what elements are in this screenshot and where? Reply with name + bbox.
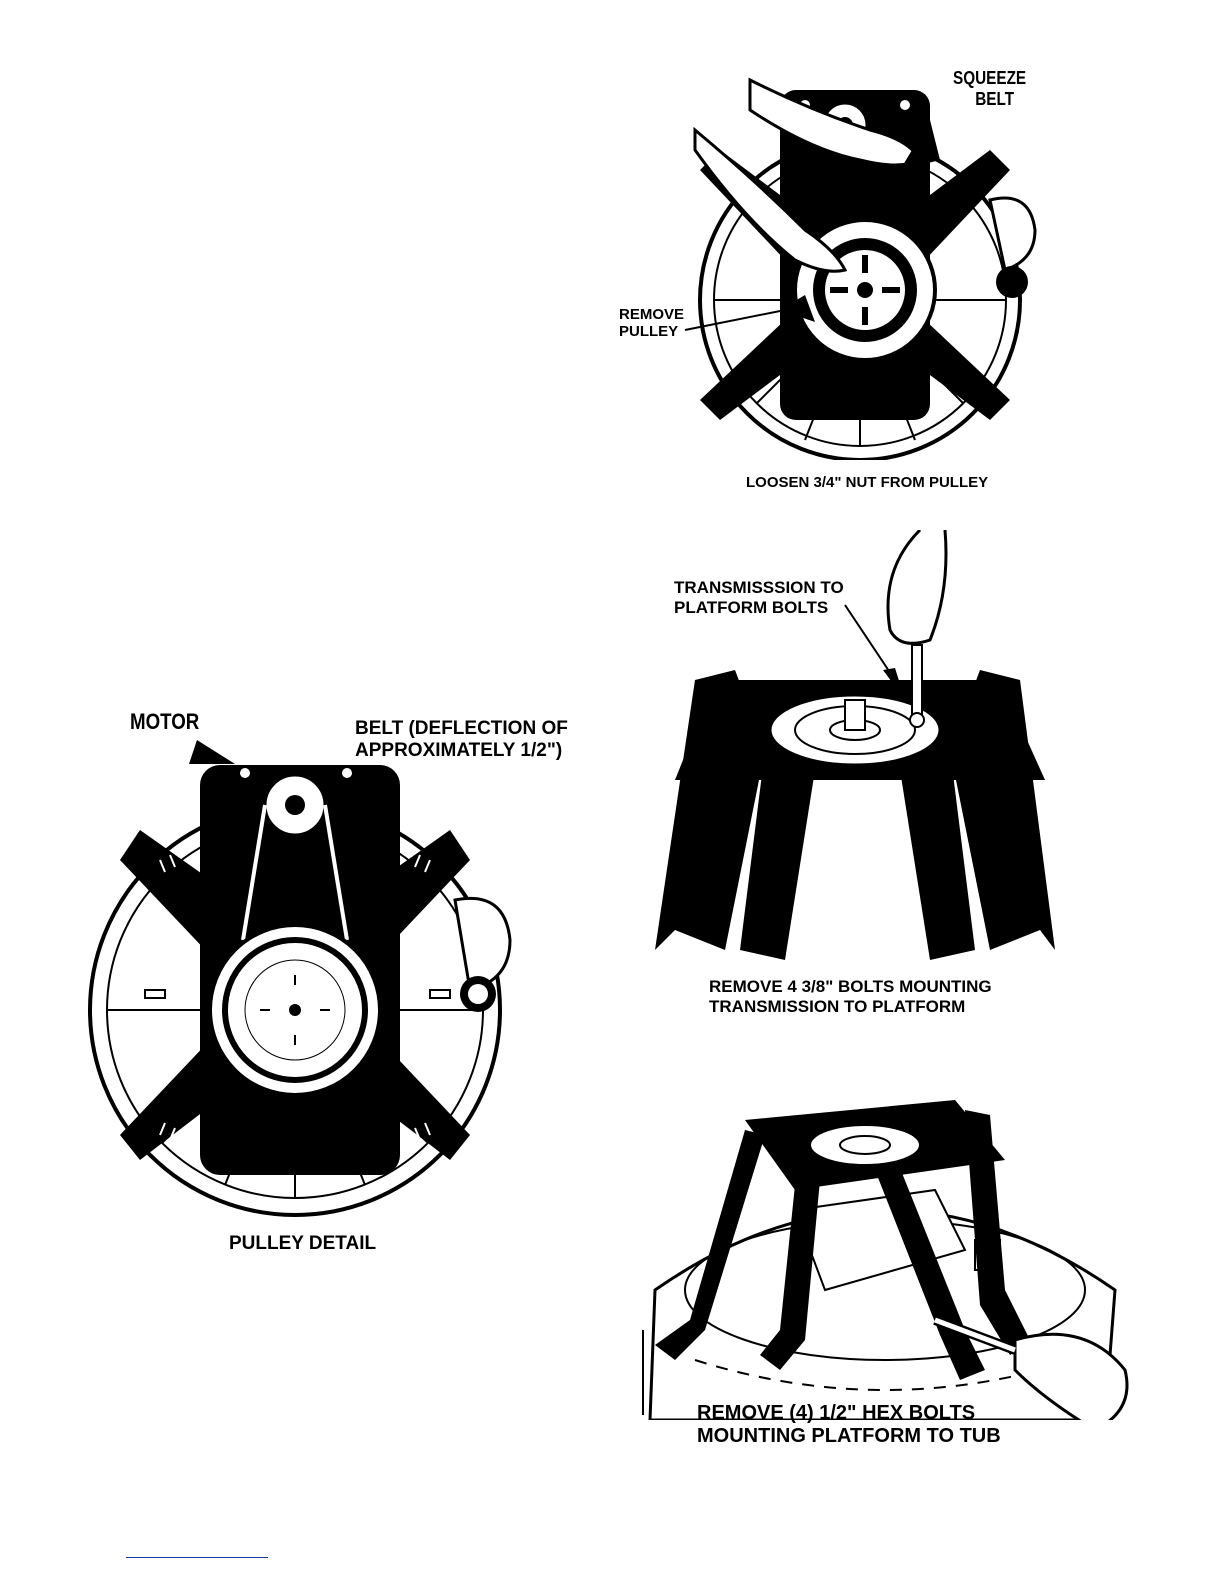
remove-pulley-label: REMOVE PULLEY <box>619 306 684 341</box>
belt-deflection-label: BELT (DEFLECTION OF APPROXIMATELY 1/2") <box>355 718 568 762</box>
remove-transmission-bolts-caption: REMOVE 4 3/8" BOLTS MOUNTING TRANSMISSIO… <box>709 977 992 1016</box>
pulley-detail-illustration <box>85 740 525 1230</box>
platform-tub-bolts-illustration <box>635 1090 1135 1420</box>
loosen-pulley-illustration <box>600 60 1080 460</box>
remove-hex-bolts-caption: REMOVE (4) 1/2" HEX BOLTS MOUNTING PLATF… <box>697 1402 1001 1448</box>
loosen-nut-caption: LOOSEN 3/4" NUT FROM PULLEY <box>746 474 988 491</box>
footer-link-underline <box>126 1557 268 1558</box>
motor-label: MOTOR <box>130 709 199 734</box>
squeeze-belt-label: SQUEEZE BELT <box>953 68 1026 109</box>
transmission-bolts-label: TRANSMISSSION TO PLATFORM BOLTS <box>674 578 844 617</box>
pulley-detail-caption: PULLEY DETAIL <box>229 1233 376 1255</box>
